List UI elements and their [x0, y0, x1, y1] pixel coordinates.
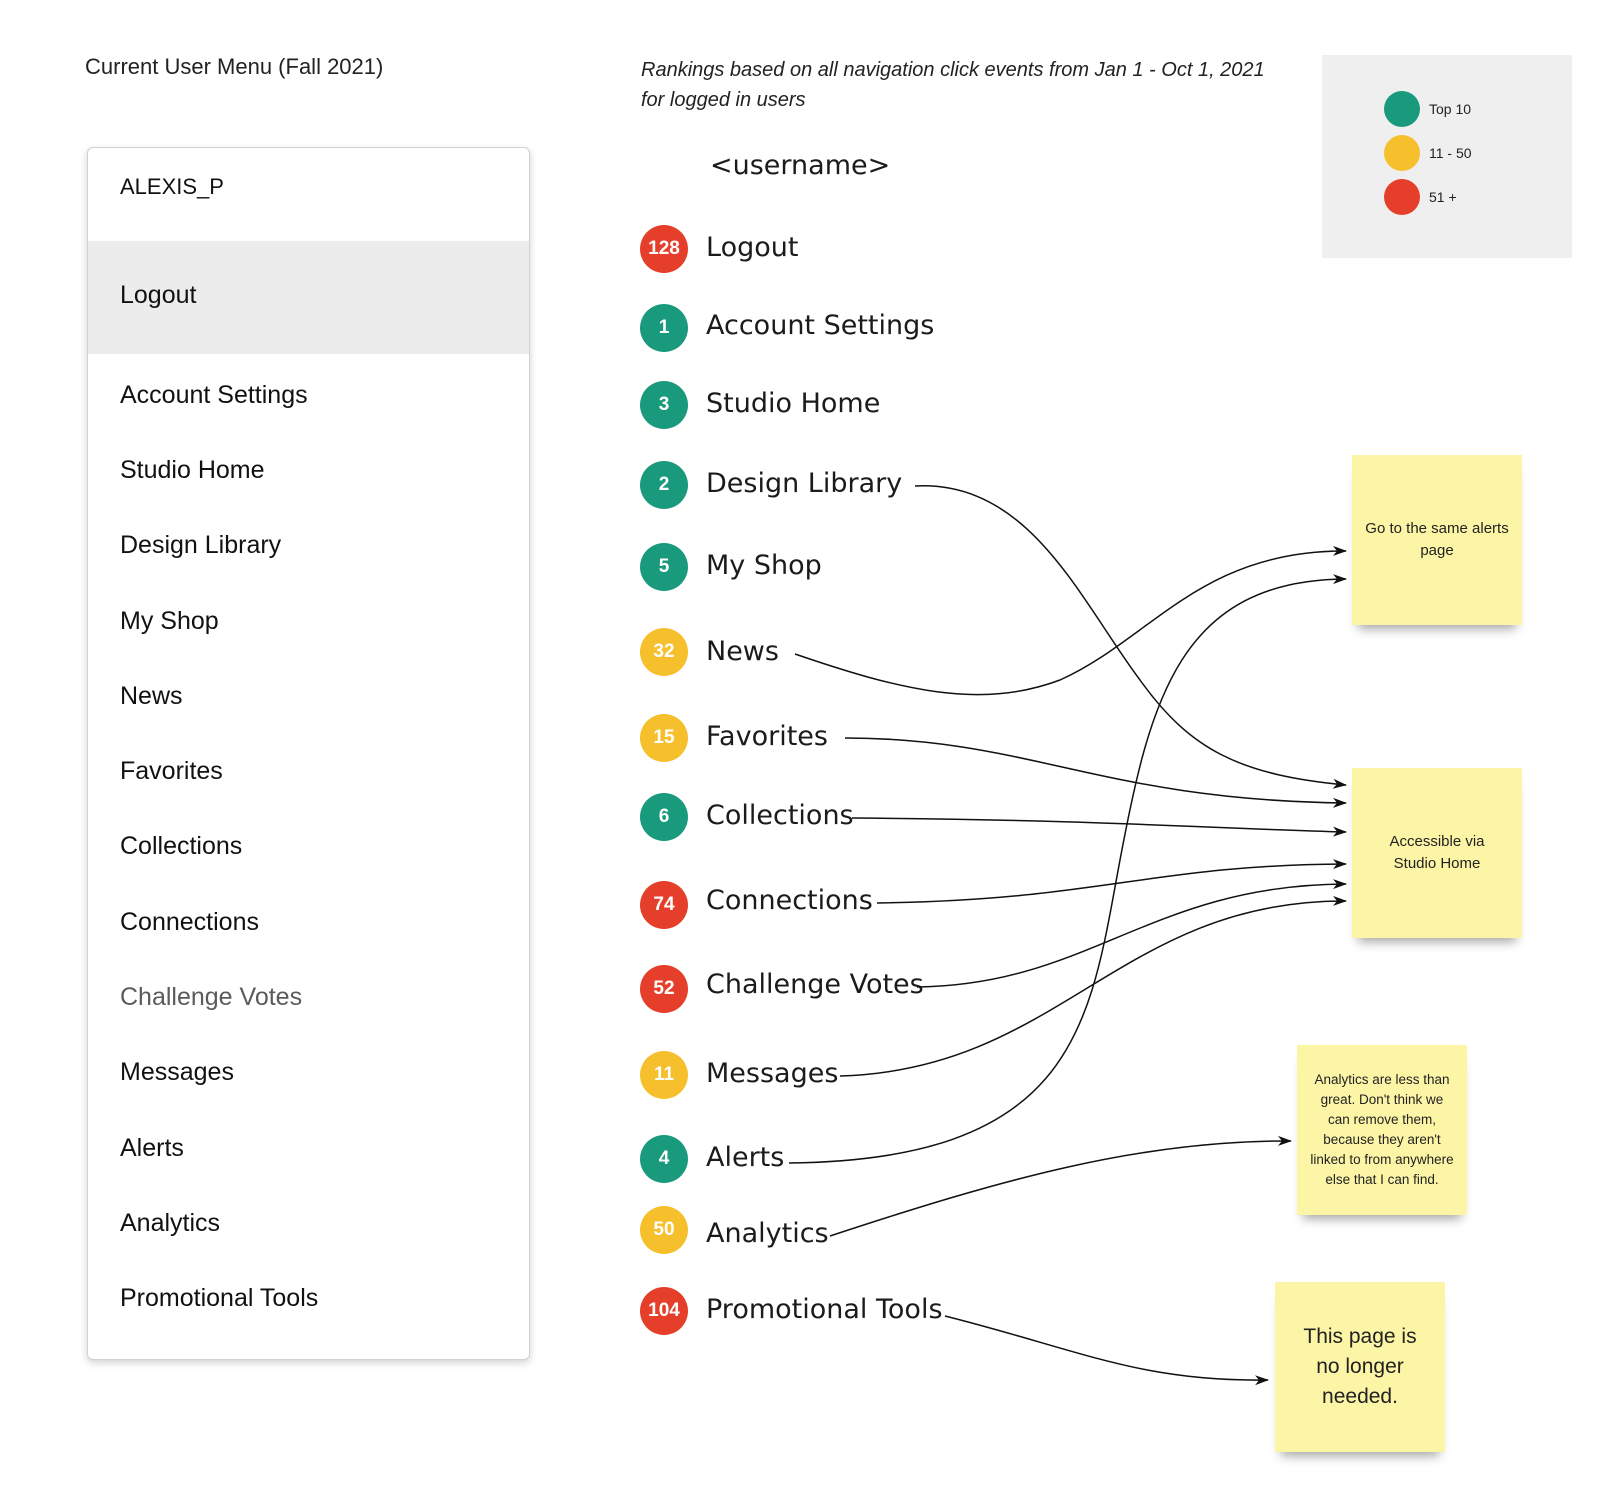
ranked-username-placeholder: <username>	[710, 150, 891, 181]
rankings-note-line-1: Rankings based on all navigation click e…	[641, 59, 1265, 81]
rank-label-logout: Logout	[706, 232, 799, 263]
rank-label-promotional-tools: Promotional Tools	[706, 1294, 943, 1325]
rank-label-alerts: Alerts	[706, 1142, 785, 1173]
arrow-design-library	[914, 485, 1347, 789]
rank-label-studio-home: Studio Home	[706, 388, 881, 419]
legend-label-top-10: Top 10	[1429, 101, 1472, 117]
menu-heading: Current User Menu (Fall 2021)	[85, 54, 384, 79]
legend-red-dot-icon	[1384, 179, 1420, 215]
legend-yellow-dot-icon	[1384, 135, 1420, 171]
rank-badge-analytics: 50	[640, 1206, 688, 1254]
menu-item-alerts[interactable]: Alerts	[120, 1134, 184, 1162]
rank-badge-messages: 11	[640, 1051, 688, 1099]
sticky-note-text: Go to the same alerts page	[1365, 520, 1509, 559]
rank-badge-studio-home: 3	[640, 381, 688, 429]
sticky-note-text: Accessible via Studio Home	[1389, 833, 1485, 872]
rank-badge-challenge-votes: 52	[640, 965, 688, 1013]
rank-label-collections: Collections	[706, 800, 854, 831]
menu-item-label: Logout	[120, 281, 197, 309]
menu-item-promotional-tools[interactable]: Promotional Tools	[120, 1284, 319, 1312]
sticky-note-promo: This page is no longer needed.	[1275, 1282, 1445, 1452]
rank-badge-my-shop: 5	[640, 543, 688, 591]
rank-label-design-library: Design Library	[706, 468, 903, 499]
legend: Top 10 11 - 50 51 +	[1322, 55, 1572, 258]
rank-label-connections: Connections	[706, 885, 873, 916]
rank-badge-design-library: 2	[640, 461, 688, 509]
rank-badge-promotional-tools: 104	[640, 1287, 688, 1335]
menu-item-favorites[interactable]: Favorites	[120, 757, 223, 785]
rankings-note-line-2: for logged in users	[641, 89, 806, 111]
rankings-note: Rankings based on all navigation click e…	[641, 55, 1281, 115]
menu-item-analytics[interactable]: Analytics	[120, 1209, 221, 1237]
menu-username: ALEXIS_P	[120, 174, 224, 199]
legend-label-11-50: 11 - 50	[1429, 145, 1472, 161]
arrow-favorites	[844, 737, 1347, 808]
rank-badge-favorites: 15	[640, 714, 688, 762]
sticky-note-analytics: Analytics are less than great. Don't thi…	[1297, 1045, 1467, 1215]
rank-badge-connections: 74	[640, 881, 688, 929]
user-menu-card: ALEXIS_P Logout Account Settings Studio …	[87, 147, 530, 1360]
menu-item-my-shop[interactable]: My Shop	[120, 607, 219, 635]
rank-badge-collections: 6	[640, 793, 688, 841]
legend-green-dot-icon	[1384, 91, 1420, 127]
menu-item-challenge-votes[interactable]: Challenge Votes	[120, 983, 303, 1011]
menu-item-connections[interactable]: Connections	[120, 908, 259, 936]
menu-item-studio-home[interactable]: Studio Home	[120, 456, 265, 484]
arrow-news	[794, 545, 1347, 696]
rank-badge-news: 32	[640, 628, 688, 676]
menu-item-logout[interactable]: Logout	[88, 241, 529, 354]
arrow-promotional-tools	[944, 1315, 1269, 1386]
arrow-challenge-votes	[916, 879, 1347, 988]
rank-label-messages: Messages	[706, 1058, 839, 1089]
arrow-analytics	[829, 1135, 1292, 1237]
sticky-note-text: This page is no longer needed.	[1303, 1325, 1417, 1408]
rank-label-challenge-votes: Challenge Votes	[706, 969, 924, 1000]
rank-badge-logout: 128	[640, 225, 688, 273]
arrow-collections	[851, 817, 1347, 837]
rank-label-news: News	[706, 636, 779, 667]
sticky-note-alerts-page: Go to the same alerts page	[1352, 455, 1522, 625]
menu-item-design-library[interactable]: Design Library	[120, 531, 282, 559]
menu-item-collections[interactable]: Collections	[120, 832, 243, 860]
arrow-alerts	[788, 574, 1347, 1164]
menu-item-news[interactable]: News	[120, 682, 183, 710]
rank-badge-account-settings: 1	[640, 304, 688, 352]
rank-label-account-settings: Account Settings	[706, 310, 935, 341]
legend-label-51-plus: 51 +	[1429, 189, 1457, 205]
menu-item-messages[interactable]: Messages	[120, 1058, 234, 1086]
rank-label-favorites: Favorites	[706, 721, 828, 752]
arrow-connections	[876, 859, 1347, 904]
sticky-note-text: Analytics are less than great. Don't thi…	[1310, 1072, 1454, 1187]
rank-label-my-shop: My Shop	[706, 550, 822, 581]
sticky-note-studio-home: Accessible via Studio Home	[1352, 768, 1522, 938]
rank-label-analytics: Analytics	[706, 1218, 829, 1249]
rank-badge-alerts: 4	[640, 1135, 688, 1183]
menu-item-account-settings[interactable]: Account Settings	[120, 381, 308, 409]
